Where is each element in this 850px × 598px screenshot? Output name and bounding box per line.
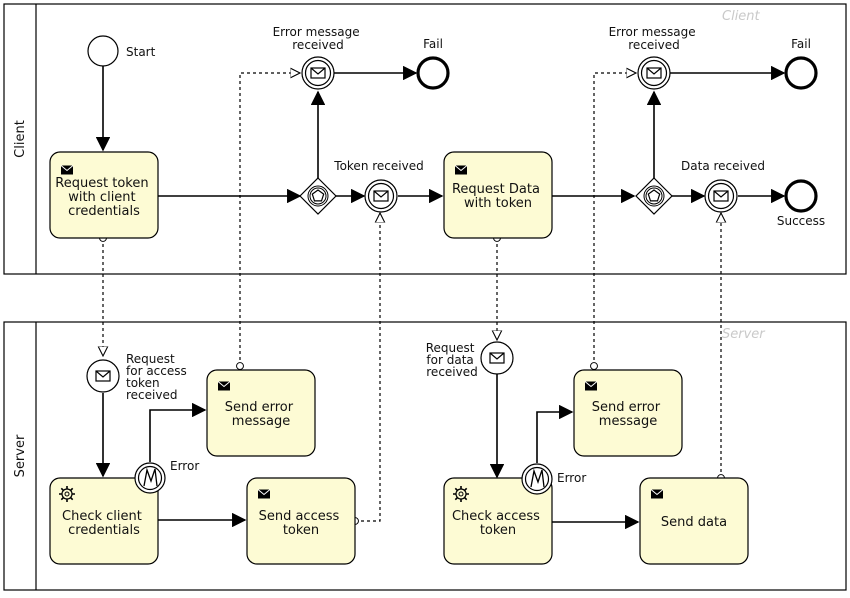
boundary-error-event-2-label: Error [557,471,586,485]
message-send-icon [257,489,271,499]
catch-error-message-received-1-label: Error message received [273,25,364,52]
catch-error-message-received-2[interactable] [637,56,671,90]
msgflow-send-error-2 [594,73,636,366]
task-send-error-message-2-label: Send error message [592,400,665,429]
task-send-error-message-1-label: Send error message [225,400,298,429]
task-check-access-token[interactable]: Check access token [443,477,553,565]
catch-data-received[interactable] [704,179,738,213]
task-send-data-label: Send data [661,515,727,530]
catch-token-received-label: Token received [333,159,423,173]
msgflow-send-error-1 [240,73,300,366]
task-send-data[interactable]: Send data [639,477,749,565]
pentagon-icon [647,189,661,202]
message-flows [103,73,721,521]
envelope-icon [310,67,326,79]
pentagon-icon [311,189,325,202]
task-check-access-token-label: Check access token [452,509,544,538]
message-send-icon [217,381,231,391]
message-send-icon [60,165,74,175]
start-message-request-access-token[interactable] [86,359,120,393]
end-event-success[interactable] [784,179,818,213]
pool-server-label: Server [13,434,28,477]
pool-server-watermark: Server [722,327,766,342]
error-bolt-icon [530,468,545,488]
envelope-icon [373,190,389,202]
sequence-flows [95,65,786,530]
envelope-icon [95,370,111,382]
boundary-error-event-1[interactable] [134,462,166,494]
task-request-data-label: Request Data with token [452,182,544,211]
task-request-token[interactable]: Request token with client credentials [49,151,159,239]
task-send-error-message-1[interactable]: Send error message [206,369,316,457]
catch-data-received-label: Data received [681,159,765,173]
catch-error-message-received-1[interactable] [301,56,335,90]
end-event-success-label: Success [777,214,825,228]
end-event-fail-2-label: Fail [791,37,811,51]
pool-client-watermark: Client [722,9,761,24]
end-event-fail-1[interactable] [416,56,450,90]
task-send-access-token-label: Send access token [259,509,344,538]
msgflow-send-access-token [355,213,380,521]
task-check-client-credentials[interactable]: Check client credentials [49,477,159,565]
flow-error-2-to-send-error-2 [536,404,574,463]
start-event-label: Start [126,45,156,59]
event-gateway-1[interactable] [299,177,337,215]
task-check-client-credentials-label: Check client credentials [62,509,146,538]
start-event[interactable] [87,35,119,67]
end-event-fail-2[interactable] [784,56,818,90]
boundary-error-event-2[interactable] [521,463,553,495]
start-message-request-access-token-label: Request for access token received [126,352,191,402]
envelope-icon [713,190,729,202]
end-event-fail-1-label: Fail [423,37,443,51]
pool-client-label: Client [13,120,28,158]
task-request-token-label: Request token with client credentials [55,176,152,219]
envelope-icon [489,352,505,364]
message-send-icon [650,489,664,499]
task-request-data[interactable]: Request Data with token [443,151,553,239]
message-send-icon [454,165,468,175]
task-send-access-token[interactable]: Send access token [246,477,356,565]
task-send-error-message-2[interactable]: Send error message [573,369,683,457]
start-message-request-data[interactable] [480,341,514,375]
message-send-icon [584,381,598,391]
envelope-icon [646,67,662,79]
error-bolt-icon [143,467,158,487]
catch-error-message-received-2-label: Error message received [609,25,700,52]
boundary-error-event-1-label: Error [170,459,199,473]
event-gateway-2[interactable] [635,177,673,215]
start-message-request-data-label: Request for data received [426,341,479,379]
catch-token-received[interactable] [364,179,398,213]
flow-error-1-to-send-error-1 [149,402,207,462]
